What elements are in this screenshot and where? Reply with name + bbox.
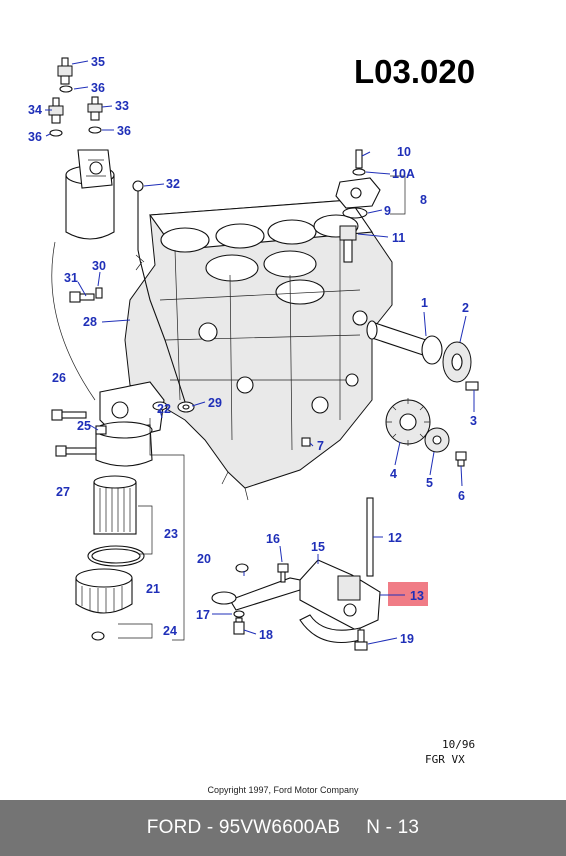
callout-10a: 10A [392, 167, 415, 181]
callout-labels: 35 36 34 33 36 36 32 30 31 28 26 22 29 2… [28, 55, 477, 646]
bolt-16 [277, 563, 289, 583]
callout-4: 4 [390, 467, 397, 481]
footer-bar: FORD - 95VW6600AB N - 13 [0, 800, 566, 856]
drain-plug-24 [91, 631, 105, 641]
callout-25: 25 [77, 419, 91, 433]
oil-pump-shaft-12 [366, 497, 374, 577]
highlight-part-13 [388, 582, 428, 606]
drive-gear-11 [339, 225, 357, 263]
footer-position: N - 13 [366, 817, 420, 838]
callout-34: 34 [28, 103, 42, 117]
bolt-27 [55, 445, 97, 457]
exploded-parts-diagram: L03.020 [28, 53, 479, 766]
callout-29: 29 [208, 396, 222, 410]
callout-36-right: 36 [117, 124, 131, 138]
callout-17: 17 [196, 608, 210, 622]
callout-10: 10 [397, 145, 411, 159]
bracket-24 [118, 623, 153, 639]
model-code: FGR VX [425, 753, 465, 766]
bolt-30 [95, 287, 103, 299]
callout-9: 9 [384, 204, 391, 218]
bolt-26 [51, 409, 87, 421]
bracket-8 [390, 175, 406, 215]
grommet-14 [235, 563, 249, 573]
callout-12: 12 [388, 531, 402, 545]
bolt-25 [95, 425, 107, 435]
callout-22: 22 [157, 402, 171, 416]
bracket-23 [138, 505, 153, 555]
crankshaft-seal-1 [366, 320, 443, 365]
callout-33: 33 [115, 99, 129, 113]
gear-5 [424, 427, 450, 453]
callout-27: 27 [56, 485, 70, 499]
callout-1: 1 [421, 296, 428, 310]
sheet-code: L03.020 [354, 53, 475, 90]
callout-24: 24 [163, 624, 177, 638]
hose-line [51, 241, 96, 401]
oil-filter-element-23 [93, 475, 137, 535]
callout-11: 11 [392, 231, 405, 245]
callout-2: 2 [462, 301, 469, 315]
washer-17 [233, 610, 245, 618]
washer-29-hole [182, 404, 190, 410]
callout-28: 28 [83, 315, 97, 329]
bolt-6 [455, 451, 467, 467]
callout-8: 8 [420, 193, 427, 207]
bolt-18 [233, 617, 245, 635]
pickup-tube-14 [211, 577, 301, 611]
callout-15: 15 [311, 540, 325, 554]
callout-18: 18 [259, 628, 273, 642]
bolt-31 [69, 291, 95, 303]
callout-21: 21 [146, 582, 160, 596]
oil-filter-adapter [95, 381, 168, 467]
seal-ring-23-inner [91, 548, 141, 564]
seal-ring-23 [87, 545, 145, 567]
callout-3: 3 [470, 414, 477, 428]
cover-8 [335, 177, 381, 209]
washer-36-top [59, 85, 73, 93]
sensor-35 [57, 57, 73, 85]
callout-35: 35 [91, 55, 105, 69]
callout-31: 31 [64, 271, 78, 285]
callout-13: 13 [410, 589, 424, 603]
bolt-19 [354, 629, 368, 651]
callout-19: 19 [400, 632, 414, 646]
dipstick-32 [132, 180, 187, 406]
callout-36-left: 36 [28, 130, 42, 144]
bolt-3 [465, 381, 479, 391]
callout-5: 5 [426, 476, 433, 490]
callout-36-top: 36 [91, 81, 105, 95]
flange-2 [442, 341, 472, 383]
callout-26: 26 [52, 371, 66, 385]
callout-23: 23 [164, 527, 178, 541]
copyright-notice: Copyright 1997, Ford Motor Company [207, 785, 359, 795]
sensor-33 [87, 96, 103, 121]
callout-16: 16 [266, 532, 280, 546]
footer-part-number: FORD - 95VW6600AB [146, 817, 341, 838]
date-code: 10/96 [442, 738, 475, 751]
gasket-9 [342, 207, 368, 219]
sprocket-4 [385, 398, 431, 446]
plug-7 [301, 437, 311, 447]
callout-7: 7 [317, 439, 324, 453]
washer-10a [352, 168, 366, 176]
engine-block [124, 199, 393, 501]
callout-32: 32 [166, 177, 180, 191]
washer-36-right [88, 126, 102, 134]
oil-cooler-assembly [65, 149, 115, 240]
leader-lines [45, 60, 475, 645]
washer-36-left [49, 129, 63, 137]
bolt-10 [355, 149, 363, 169]
callout-6: 6 [458, 489, 465, 503]
bracket-20 [149, 418, 185, 641]
callout-30: 30 [92, 259, 106, 273]
callout-20: 20 [197, 552, 211, 566]
filter-cap-21 [75, 568, 133, 614]
